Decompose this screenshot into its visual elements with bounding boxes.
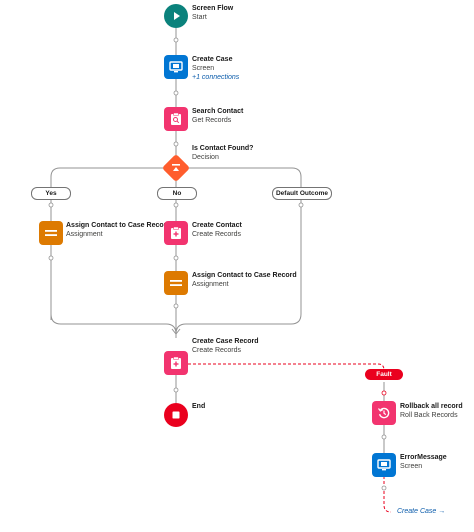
- assign-yes-title: Assign Contact to Case Record: [66, 222, 171, 229]
- create-contact-title: Create Contact: [192, 222, 242, 229]
- create-contact-node[interactable]: [164, 221, 188, 245]
- decision-node[interactable]: [161, 153, 191, 183]
- start-node[interactable]: [164, 4, 188, 28]
- create-records-icon: [171, 226, 181, 239]
- branch-default-pill[interactable]: Default Outcome: [272, 187, 332, 200]
- connections-link[interactable]: +1 connections: [192, 74, 240, 81]
- rollback-node[interactable]: [372, 401, 396, 425]
- rollback-icon: [378, 407, 390, 419]
- assign-yes-subtitle: Assignment: [66, 231, 103, 238]
- create-case-record-node[interactable]: [164, 351, 188, 375]
- assign-no-label: Assign Contact to Case Record Assignment: [192, 271, 297, 289]
- assign-yes-node[interactable]: [39, 221, 63, 245]
- create-case-title: Create Case: [192, 56, 233, 63]
- assign-no-title: Assign Contact to Case Record: [192, 272, 297, 279]
- screen-icon: [377, 459, 391, 471]
- rollback-title: Rollback all record: [400, 403, 463, 410]
- assign-no-subtitle: Assignment: [192, 281, 229, 288]
- decision-label: Is Contact Found? Decision: [192, 144, 253, 162]
- search-contact-subtitle: Get Records: [192, 117, 232, 124]
- decision-subtitle: Decision: [192, 154, 219, 161]
- create-case-record-subtitle: Create Records: [192, 347, 242, 354]
- create-case-label: Create Case Screen +1 connections: [192, 55, 239, 82]
- fault-pill[interactable]: Fault: [365, 369, 403, 380]
- assignment-icon: [45, 230, 57, 236]
- search-contact-node[interactable]: [164, 107, 188, 131]
- get-records-icon: [171, 112, 181, 125]
- screen-icon: [169, 61, 183, 73]
- start-subtitle: Start: [192, 14, 207, 21]
- start-title: Screen Flow: [192, 5, 234, 12]
- rollback-subtitle: Roll Back Records: [400, 412, 458, 419]
- search-contact-label: Search Contact Get Records: [192, 107, 243, 125]
- error-message-title: ErrorMessage: [400, 454, 447, 461]
- branch-no-pill[interactable]: No: [157, 187, 197, 200]
- error-message-node[interactable]: [372, 453, 396, 477]
- goto-create-case-link[interactable]: Create Case →: [397, 508, 446, 515]
- end-label: End: [192, 402, 205, 411]
- start-label: Screen Flow Start: [192, 4, 233, 22]
- create-case-record-label: Create Case Record Create Records: [192, 337, 259, 355]
- create-contact-subtitle: Create Records: [192, 231, 242, 238]
- decision-icon: [172, 164, 180, 171]
- create-case-record-title: Create Case Record: [192, 338, 259, 345]
- assign-no-node[interactable]: [164, 271, 188, 295]
- play-icon: [174, 12, 180, 20]
- create-contact-label: Create Contact Create Records: [192, 221, 242, 239]
- assignment-icon: [170, 280, 182, 286]
- branch-yes-pill[interactable]: Yes: [31, 187, 71, 200]
- create-records-icon: [171, 356, 181, 369]
- error-message-label: ErrorMessage Screen: [400, 453, 447, 471]
- decision-title: Is Contact Found?: [192, 145, 254, 152]
- stop-icon: [172, 411, 180, 419]
- assign-yes-label: Assign Contact to Case Record Assignment: [66, 221, 171, 239]
- end-title: End: [192, 403, 206, 410]
- search-contact-title: Search Contact: [192, 108, 244, 115]
- create-case-subtitle: Screen: [192, 65, 215, 72]
- rollback-label: Rollback all record Roll Back Records: [400, 402, 463, 420]
- end-node[interactable]: [164, 403, 188, 427]
- create-case-node[interactable]: [164, 55, 188, 79]
- error-message-subtitle: Screen: [400, 463, 423, 470]
